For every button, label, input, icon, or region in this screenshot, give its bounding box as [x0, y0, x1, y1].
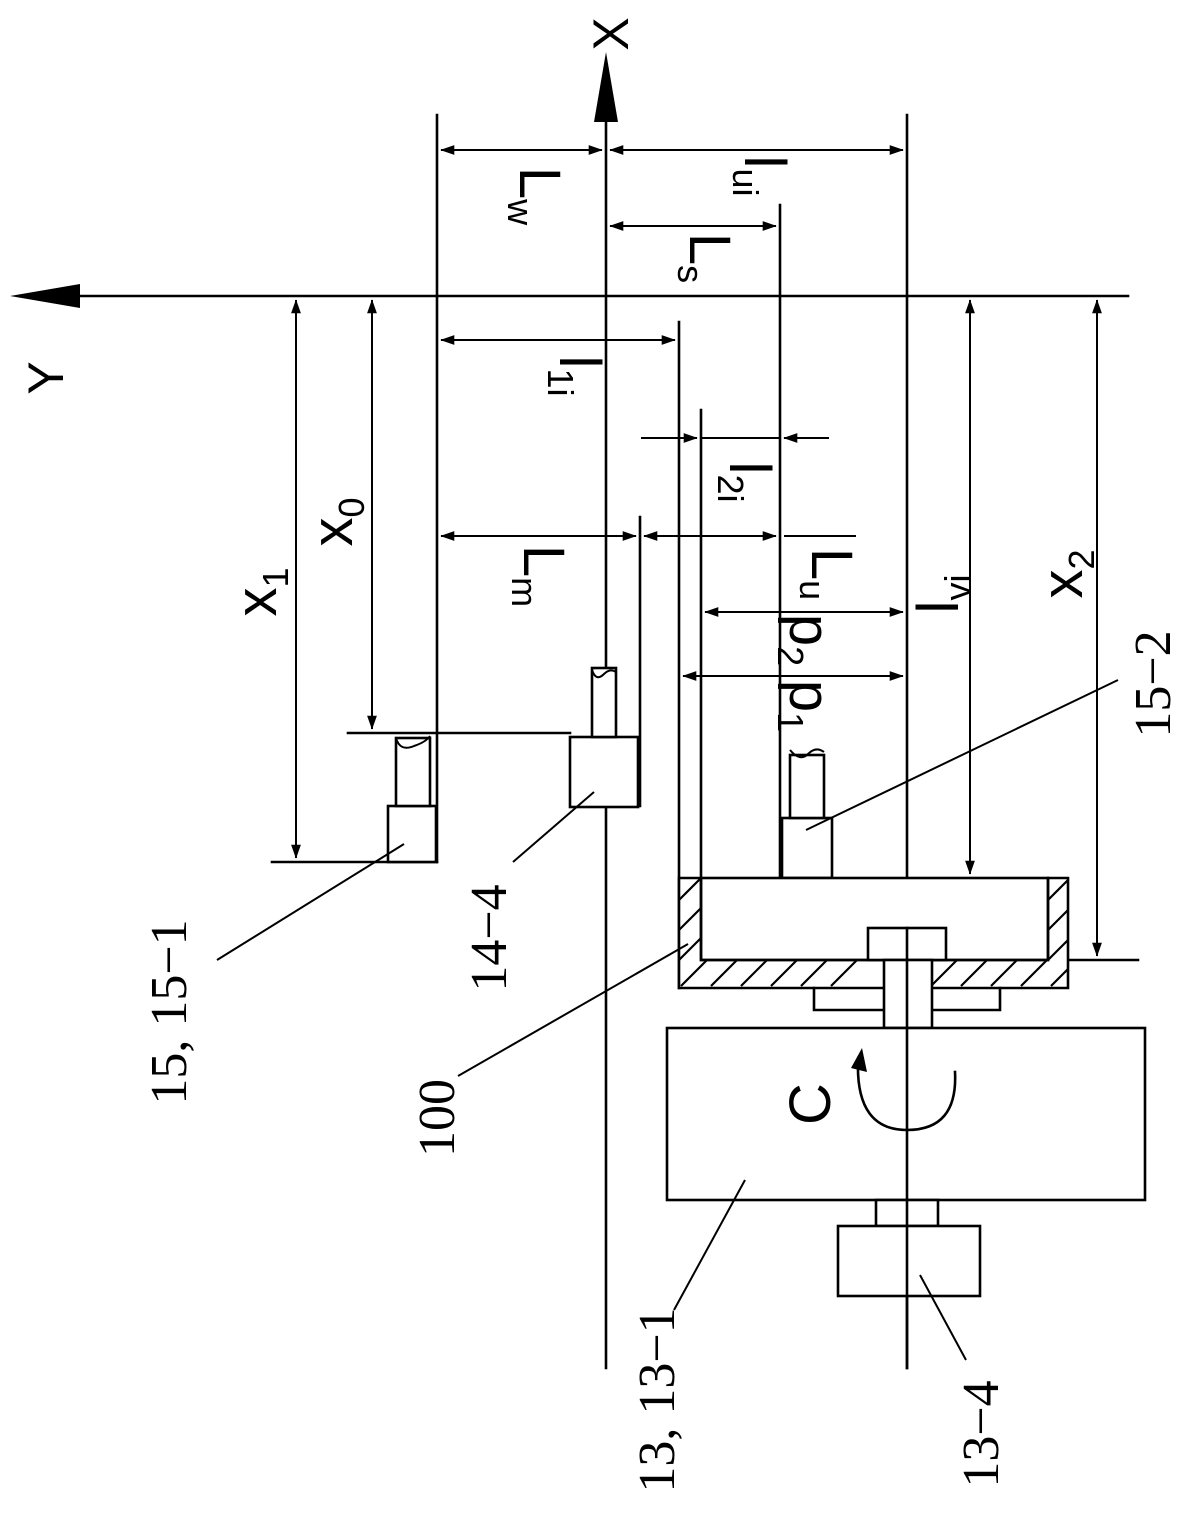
tool-15-2	[780, 748, 834, 880]
tool-14-4	[568, 666, 640, 809]
label-x2: x2	[1030, 549, 1102, 598]
x-axis-label: X	[583, 17, 639, 50]
label-x0: x0	[300, 497, 372, 546]
tool-14-4-insert	[590, 666, 618, 739]
callout-14-4: 14−4	[461, 884, 518, 991]
workpiece-hatching	[678, 877, 1069, 987]
callout-13-4: 13−4	[953, 1380, 1010, 1487]
label-p2: p2	[770, 614, 842, 666]
tool-15-1-insert	[394, 736, 432, 808]
callout-100: 100	[409, 1079, 466, 1157]
leader-13-1	[673, 1179, 746, 1311]
leader-14-4	[512, 791, 595, 863]
leader-100	[457, 943, 689, 1077]
rotation-label-c: C	[778, 1083, 843, 1125]
callout-15-1: 15, 15−1	[141, 919, 198, 1104]
leader-15-2	[805, 679, 1119, 831]
label-l1i: l1i	[540, 356, 612, 397]
label-lui: lui	[725, 156, 797, 197]
motor-13-4	[836, 1198, 982, 1298]
workpiece-outline	[677, 876, 1070, 990]
tool-15-2-insert	[788, 753, 826, 820]
tool-15-2-holder	[780, 816, 834, 880]
rotation-arrow-arc	[856, 1060, 957, 1132]
leader-15-1	[216, 843, 405, 961]
label-p1: p1	[770, 680, 842, 732]
tool-15-1-tip	[395, 735, 431, 749]
leader-13-4	[919, 1274, 967, 1361]
tool-15-1-holder	[386, 804, 438, 864]
label-x1: x1	[224, 567, 296, 616]
chuck-13-1: C	[665, 1026, 1147, 1202]
dimension-labels: Lw lui Ls l1i l2i Lm Lu p2 p1 lvi x0 x1 …	[224, 156, 1102, 733]
rotation-arrowhead	[851, 1048, 867, 1072]
tool-14-4-holder	[568, 735, 640, 809]
label-ls: Ls	[670, 233, 742, 283]
tool-14-4-tip	[591, 669, 617, 679]
x-axis-arrowhead	[594, 52, 618, 122]
dimension-arrows	[291, 145, 1102, 957]
y-axis-arrowhead	[10, 284, 80, 308]
tool-15-1	[386, 735, 438, 864]
callout-15-2: 15−2	[1125, 630, 1182, 737]
tool-15-2-tip	[789, 748, 825, 759]
callout-13-1: 13, 13−1	[629, 1307, 686, 1492]
motor-body	[836, 1224, 982, 1298]
workpiece-100	[677, 876, 1070, 990]
y-axis-label: Y	[18, 361, 74, 394]
label-lw: Lw	[500, 167, 572, 226]
callouts: 15, 15−1 14−4 100 13, 13−1 13−4 15−2	[141, 630, 1182, 1492]
label-lu: Lu	[792, 548, 864, 600]
leader-lines	[216, 679, 1119, 1361]
label-lm: Lm	[504, 545, 576, 607]
label-l2i: l2i	[710, 462, 782, 503]
label-lvi: lvi	[906, 575, 978, 614]
